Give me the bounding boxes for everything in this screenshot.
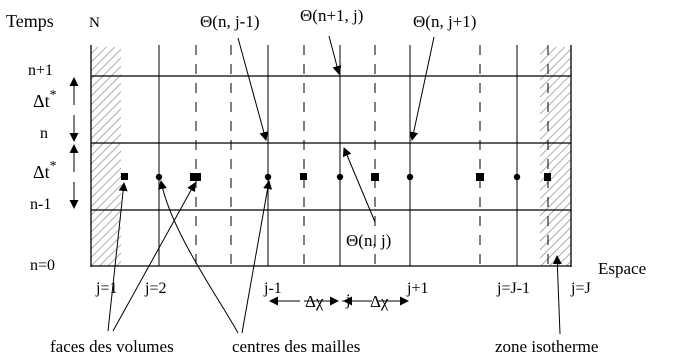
face-square bbox=[371, 173, 379, 181]
time-step-label: Δt* bbox=[33, 88, 57, 111]
isotherm-annotation: zone isotherme bbox=[495, 337, 598, 356]
space-index-label: j=J-1 bbox=[496, 280, 530, 297]
time-level-label: n-1 bbox=[30, 196, 51, 213]
face-square bbox=[300, 173, 307, 180]
space-index-label: j bbox=[345, 292, 350, 309]
time-level-label: n bbox=[40, 125, 48, 142]
time-level-label: n+1 bbox=[28, 62, 53, 79]
faces-arrow bbox=[112, 182, 196, 332]
theta-arrow-n1-j bbox=[328, 35, 342, 75]
theta-label: Θ(n, j-1) bbox=[200, 12, 259, 31]
isotherm-zone-left bbox=[91, 47, 121, 266]
centres-arrow bbox=[241, 180, 273, 334]
theta-label: Θ(n+1, j) bbox=[300, 6, 363, 25]
space-index-label: j=J bbox=[570, 280, 591, 297]
centre-dot bbox=[336, 173, 344, 181]
time-level-label: n=0 bbox=[30, 257, 55, 274]
centre-dot bbox=[513, 173, 521, 181]
space-index-label: j-1 bbox=[263, 280, 282, 297]
space-axis-label: Espace bbox=[598, 259, 646, 278]
theta-arrow-n-j+1 bbox=[409, 36, 435, 141]
space-step-label: Δχ bbox=[305, 292, 324, 311]
time-step-label: Δt* bbox=[33, 159, 57, 182]
theta-label: Θ(n, j) bbox=[346, 231, 391, 250]
space-index-label: j+1 bbox=[406, 280, 428, 297]
space-index-label: j=2 bbox=[144, 280, 166, 297]
faces-arrow bbox=[107, 182, 128, 332]
space-index-label: j=1 bbox=[95, 280, 117, 297]
centre-dot bbox=[264, 173, 272, 181]
centre-dot bbox=[155, 173, 163, 181]
boundary-n-label: N bbox=[89, 15, 100, 31]
isotherm-arrow bbox=[552, 255, 562, 335]
time-axis-label: Temps bbox=[6, 11, 54, 31]
faces-annotation: faces des volumes bbox=[50, 337, 174, 356]
theta-arrow-n-j-1 bbox=[237, 37, 269, 141]
face-square bbox=[121, 173, 128, 180]
centre-dot bbox=[406, 173, 414, 181]
isotherm-zone-right bbox=[540, 47, 571, 266]
centres-arrow bbox=[158, 180, 239, 334]
space-step-label: Δχ bbox=[370, 292, 389, 311]
theta-label: Θ(n, j+1) bbox=[413, 12, 476, 31]
centres-annotation: centres des mailles bbox=[232, 337, 360, 356]
face-square bbox=[476, 173, 484, 181]
theta-arrow-n-j bbox=[342, 147, 376, 223]
face-square bbox=[544, 173, 551, 181]
face-square bbox=[190, 173, 201, 181]
